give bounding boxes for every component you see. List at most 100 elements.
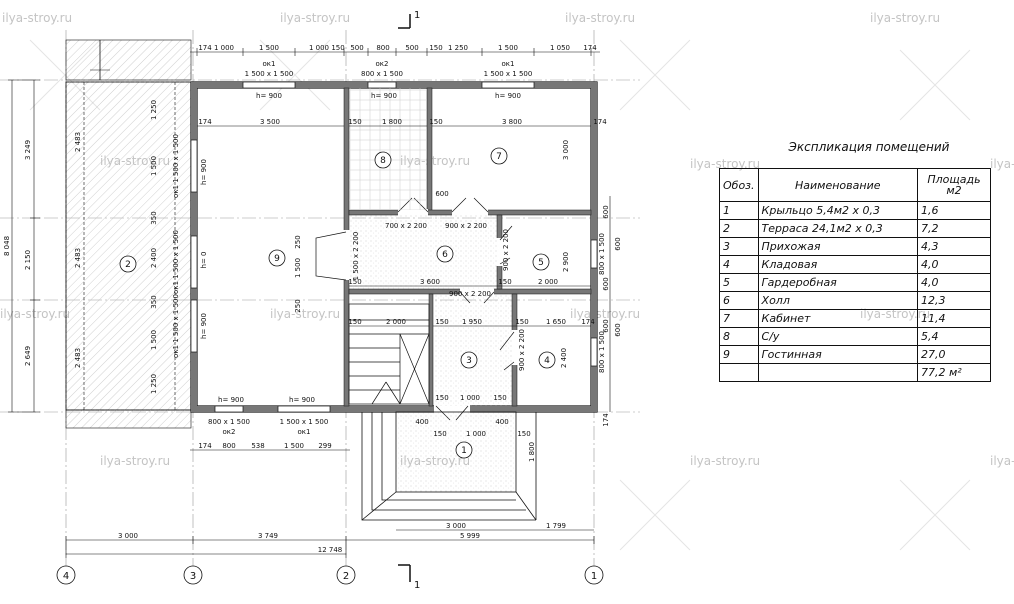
watermark-text: ilya-stroy.ru <box>690 454 760 468</box>
dim-label: 1 500 <box>294 258 302 278</box>
dim-label: 150 <box>429 118 442 126</box>
row-name: Холл <box>757 291 919 310</box>
dim-label: 2 900 <box>562 252 570 272</box>
sill-height-label: h= 900 <box>256 92 282 100</box>
watermark-text: ilya-stroy.ru <box>0 307 70 321</box>
row-name: Гостинная <box>757 345 919 364</box>
row-area: 12,3 <box>917 291 991 310</box>
room-8-bathroom <box>349 88 427 210</box>
dim-label: 299 <box>318 442 331 450</box>
dim-label: 150 <box>433 430 446 438</box>
window-size-label: 1 500 х 1 500 <box>280 418 329 426</box>
room-number-circles <box>119 147 556 459</box>
dim-left-label: 8 048 <box>3 236 11 256</box>
row-area: 4,3 <box>917 237 991 256</box>
section-label-top: 1 <box>414 10 420 21</box>
dim-right-label: 600 <box>602 277 610 290</box>
window-label: ок1 1 500 х 1 500 <box>172 294 180 358</box>
row-code: 5 <box>719 273 759 292</box>
room-number-7: 7 <box>496 152 502 162</box>
door-size-label: 900 х 2 200 <box>502 229 510 271</box>
dim-label: 3 500 <box>260 118 280 126</box>
dim-label: 538 <box>251 442 264 450</box>
dim-label: 1 500 <box>284 442 304 450</box>
dim-label: 1 800 <box>528 442 536 462</box>
dim-label: 1 250 <box>150 100 158 120</box>
dim-top-label: 1 000 <box>309 44 329 52</box>
porch <box>361 411 537 521</box>
watermark-text: ilya-stroy.ru <box>565 11 635 25</box>
dim-label: 400 <box>415 418 428 426</box>
row-code: 6 <box>719 291 759 310</box>
window-label: ок1 <box>502 60 515 68</box>
room-number-8: 8 <box>380 156 386 166</box>
dim-label: 2 000 <box>538 278 558 286</box>
dim-bottom-label: 12 748 <box>318 546 343 554</box>
dim-label: 150 <box>348 118 361 126</box>
row-code: 1 <box>719 201 759 220</box>
sill-height-label: h= 900 <box>200 159 208 185</box>
row-name: Кладовая <box>757 255 919 274</box>
explication-title: Экспликация помещений <box>788 140 950 154</box>
row-code: 2 <box>719 219 759 238</box>
row-name: Терраса 24,1м2 х 0,3 <box>757 219 919 238</box>
dim-label: 3 600 <box>420 278 440 286</box>
row-code: 9 <box>719 345 759 364</box>
bottom-dimension-line <box>65 536 595 558</box>
axis-label-4: 4 <box>63 571 69 582</box>
window-label: ок1 1 500 х 1 500 <box>172 134 180 198</box>
row-area: 4,0 <box>917 255 991 274</box>
sill-height-label: h= 900 <box>200 313 208 339</box>
room-number-3: 3 <box>466 356 472 366</box>
dim-label: 150 <box>435 394 448 402</box>
dim-label: 1 650 <box>546 318 566 326</box>
dim-right-label: 600 <box>614 237 622 250</box>
window-label: ок1 <box>263 60 276 68</box>
axis-markers <box>56 565 604 585</box>
watermark-text: ilya-stroy.ru <box>990 157 1014 171</box>
dim-label: 150 <box>517 430 530 438</box>
dim-label: 1 000 <box>460 394 480 402</box>
watermark-text: ilya-stroy.ru <box>2 11 72 25</box>
dim-bottom-label: 3 000 <box>118 532 138 540</box>
room-number-4: 4 <box>544 356 550 366</box>
dim-top-label: 1 500 <box>259 44 279 52</box>
window-size-label: 1 500 х 1 500 <box>484 70 533 78</box>
dim-top-label: 150 <box>429 44 442 52</box>
table-total-row: 77,2 м² <box>719 363 991 382</box>
window-size-label: 800 х 1 500 <box>598 331 606 373</box>
dim-label: 2 400 <box>560 348 568 368</box>
dim-left-label: 3 249 <box>24 140 32 160</box>
row-name: С/у <box>757 327 919 346</box>
dim-bottom-label: 5 999 <box>460 532 480 540</box>
dim-left-label: 2 649 <box>24 346 32 366</box>
window-size-label: 800 х 1 500 <box>598 233 606 275</box>
row-area: 4,0 <box>917 273 991 292</box>
dim-top-label: 500 <box>405 44 418 52</box>
room-number-5: 5 <box>538 258 544 268</box>
dim-label: 2 400 <box>150 248 158 268</box>
dim-label: 250 <box>294 235 302 248</box>
sill-height-label: h= 900 <box>371 92 397 100</box>
row-code: 3 <box>719 237 759 256</box>
dim-right-label: 600 <box>614 323 622 336</box>
dim-label: 350 <box>150 211 158 224</box>
window-label: ок2 <box>376 60 389 68</box>
dim-label: 2 000 <box>386 318 406 326</box>
watermark-text: ilya-stroy.ru <box>870 11 940 25</box>
room-explication: Экспликация помещений Обоз. Наименование… <box>719 140 991 382</box>
sill-height-label: h= 900 <box>289 396 315 404</box>
row-name: Крыльцо 5,4м2 х 0,3 <box>757 201 919 220</box>
door-size-label: 700 х 2 200 <box>385 222 427 230</box>
dim-label: 800 <box>222 442 235 450</box>
watermark-text: ilya-stroy.ru <box>690 157 760 171</box>
row-name: Прихожая <box>757 237 919 256</box>
row-area: 7,2 <box>917 219 991 238</box>
